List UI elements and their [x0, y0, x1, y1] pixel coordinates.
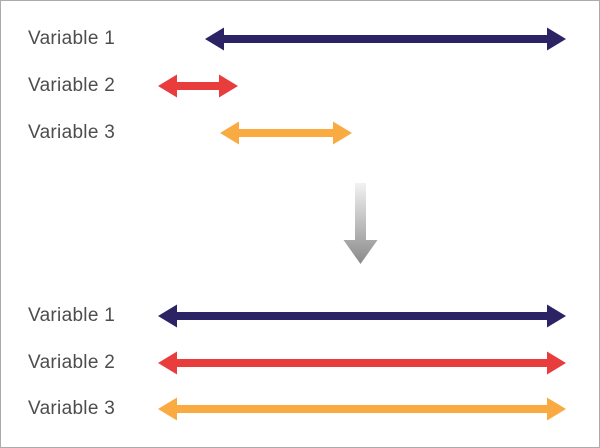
- variable-3-range-arrow-before: [220, 121, 352, 145]
- variable-3-label-after: Variable 3: [28, 398, 116, 419]
- variable-2-label-before: Variable 2: [28, 75, 116, 96]
- variable-1-label-after: Variable 1: [28, 305, 116, 326]
- variable-2-range-arrow-after: [158, 351, 566, 375]
- down-arrow-icon: [343, 183, 378, 264]
- variable-1-label-before: Variable 1: [28, 28, 116, 49]
- variable-3-label-before: Variable 3: [28, 122, 116, 143]
- variable-2-label-after: Variable 2: [28, 352, 116, 373]
- variable-2-range-arrow-before: [158, 74, 238, 98]
- variable-1-range-arrow-before: [205, 27, 566, 51]
- variable-1-range-arrow-after: [158, 304, 566, 328]
- variable-3-range-arrow-after: [158, 397, 566, 421]
